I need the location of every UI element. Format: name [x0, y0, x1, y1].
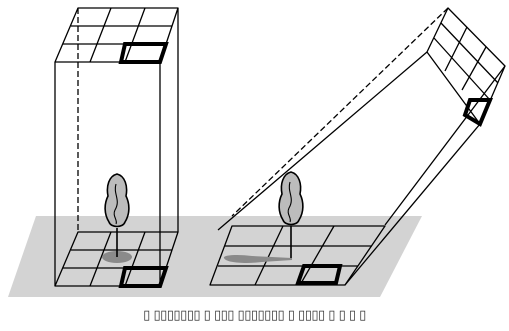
highlighted-cell-bottom	[118, 266, 169, 288]
column-edge	[217, 51, 428, 231]
tilted-column	[209, 7, 506, 286]
highlighted-cell-top	[118, 42, 169, 64]
column-edge-hidden	[231, 7, 449, 217]
column-edge	[384, 65, 506, 226]
highlighted-cell-bottom	[295, 264, 343, 285]
ground-plane	[8, 216, 422, 297]
tree-shadow	[223, 254, 292, 263]
highlighted-cell-top	[462, 98, 493, 127]
figure-caption: ▯ ▯▯▯▯▯▯▯ ▯ ▯▯▯ ▯▯▯▯▯▯▯ ▯ ▯▯▯▯ ▯ ▯ ▯ ▯	[143, 308, 366, 323]
column-edge	[344, 123, 481, 286]
top-grid-face	[54, 7, 179, 63]
